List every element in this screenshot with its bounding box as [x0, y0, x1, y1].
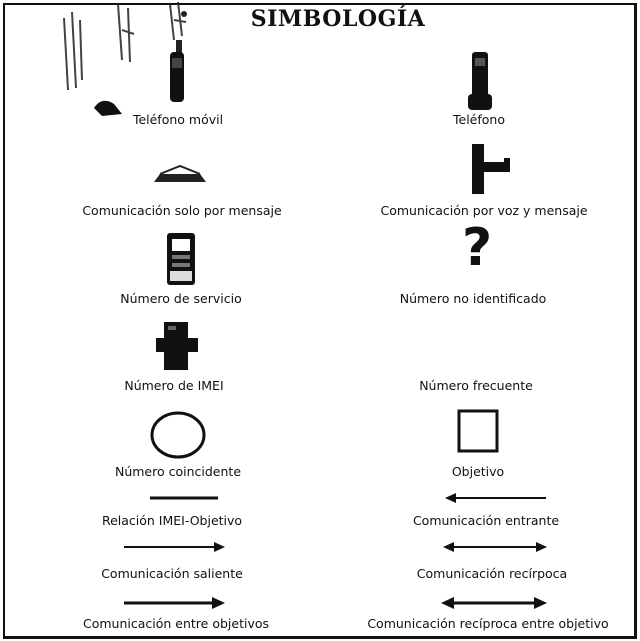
question-mark-icon: ?: [462, 218, 493, 278]
imei-icon: [156, 322, 198, 370]
legend-title: SIMBOLOGÍA: [250, 6, 426, 32]
label-voz-mensaje: Comunicación por voz y mensaje: [380, 203, 588, 218]
message-icon: [154, 164, 206, 182]
label-comunicacion-saliente: Comunicación saliente: [101, 566, 243, 581]
label-objetivo: Objetivo: [451, 464, 505, 479]
between-targets-arrow: [124, 597, 225, 609]
target-square-icon: [457, 409, 499, 453]
voice-message-icon: [472, 144, 510, 194]
label-numero-no-identificado: Número no identificado: [399, 291, 547, 306]
legend-frame: [3, 3, 637, 639]
label-entre-objetivos: Comunicación entre objetivos: [82, 616, 270, 631]
reciprocal-arrow: [443, 542, 547, 552]
imei-target-line: [150, 496, 218, 500]
mobile-phone-icon: [94, 52, 184, 116]
reciprocal-between-arrow: [441, 597, 547, 609]
label-reciproca-entre-objetivo: Comunicación recíproca entre objetivo: [367, 616, 609, 631]
label-telefono: Teléfono: [453, 112, 505, 127]
label-comunicacion-reciproca: Comunicación recírpoca: [416, 566, 568, 581]
outgoing-arrow: [124, 542, 225, 552]
label-telefono-movil: Teléfono móvil: [132, 112, 224, 127]
coincident-circle-icon: [150, 411, 206, 459]
incoming-arrow: [445, 493, 546, 503]
label-numero-frecuente: Número frecuente: [419, 378, 533, 393]
label-solo-mensaje: Comunicación solo por mensaje: [82, 203, 282, 218]
label-numero-imei: Número de IMEI: [124, 378, 224, 393]
service-number-icon: [167, 233, 195, 285]
label-comunicacion-entrante: Comunicación entrante: [412, 513, 560, 528]
label-numero-servicio: Número de servicio: [120, 291, 242, 306]
phone-icon: [468, 52, 492, 110]
label-numero-coincidente: Número coincidente: [114, 464, 242, 479]
label-relacion-imei-objetivo: Relación IMEI-Objetivo: [101, 513, 243, 528]
